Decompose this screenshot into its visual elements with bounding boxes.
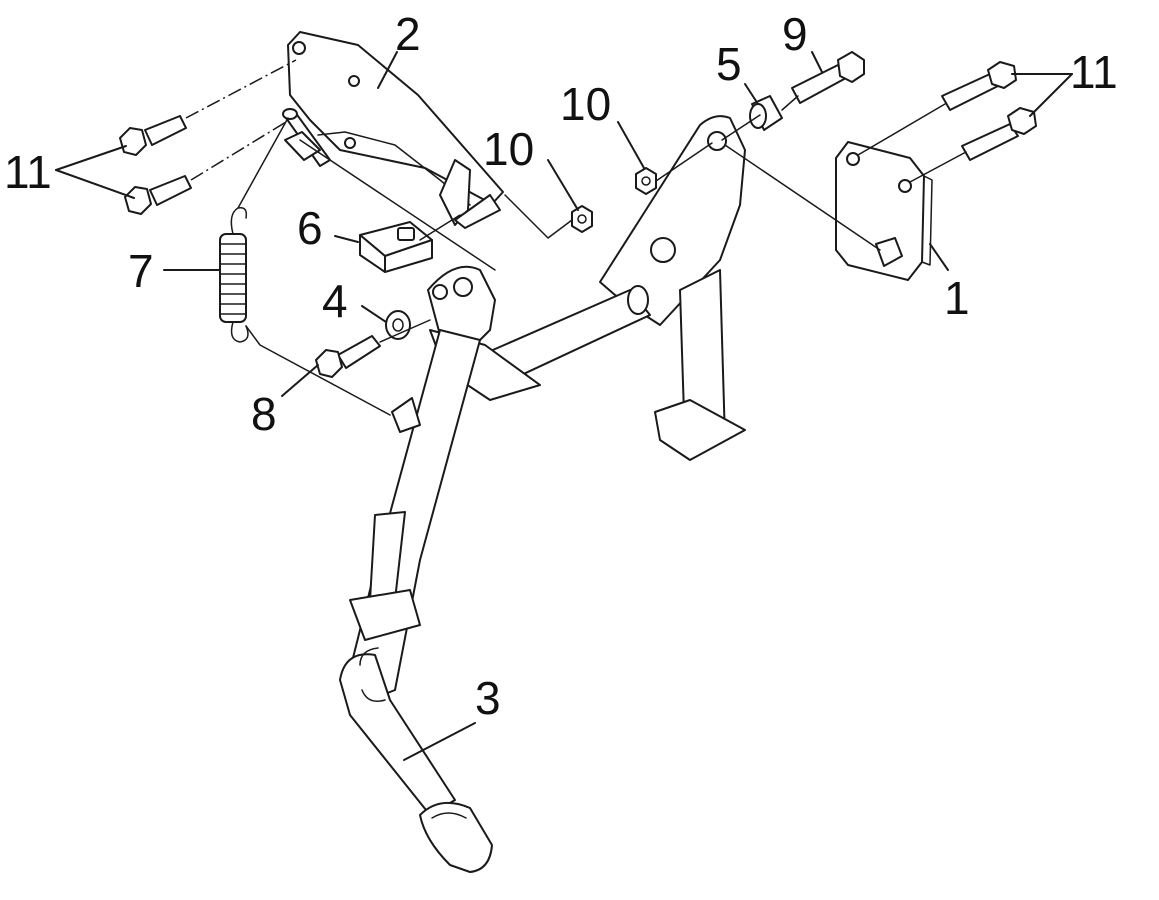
callout-3: 3: [475, 672, 501, 724]
upper-mounting-bracket: [282, 31, 504, 229]
nut-10-left: [571, 205, 593, 233]
bolt-left-upper: [119, 115, 187, 156]
tension-spring: [219, 206, 249, 343]
collar-5: [749, 95, 783, 131]
callout-7: 7: [128, 245, 154, 297]
callout-4: 4: [322, 275, 348, 327]
bolt-9: [791, 51, 865, 104]
callout-1: 1: [944, 272, 970, 324]
callout-6: 6: [297, 202, 323, 254]
callout-9: 9: [782, 8, 808, 60]
right-mounting-plate: [835, 141, 933, 281]
rubber-stopper: [359, 221, 433, 273]
bolt-left-lower: [124, 175, 192, 215]
callout-10-left: 10: [483, 123, 534, 175]
kick-lever: [339, 329, 493, 873]
stand-frame: [427, 115, 746, 461]
callout-5: 5: [716, 38, 742, 90]
assembly-lines: [185, 59, 967, 416]
spring-hook-tab: [391, 397, 421, 433]
bolt-right-lower: [961, 107, 1037, 161]
bolt-lower-left: [315, 335, 381, 378]
nut-10-right: [635, 167, 657, 195]
callout-2: 2: [395, 8, 421, 60]
callout-11-left: 11: [4, 146, 52, 198]
callout-labels: 1 2 3 4 5 6 7 8 9 10 10 11 11: [4, 8, 1118, 724]
callout-11-right: 11: [1070, 46, 1118, 98]
callout-8: 8: [251, 388, 277, 440]
leader-lines: [55, 51, 1073, 761]
callout-10-right: 10: [560, 78, 611, 130]
bolt-right-upper: [941, 61, 1017, 111]
